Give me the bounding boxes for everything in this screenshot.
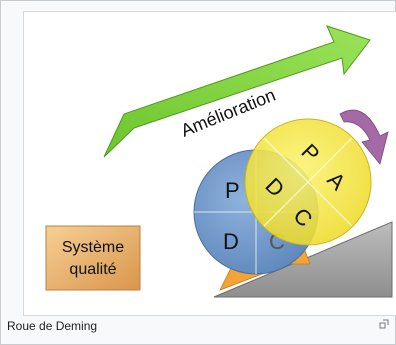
quality-system-label-line2: qualité: [69, 261, 116, 278]
quality-system-box: Système qualité: [45, 225, 141, 291]
inner-wheel-p: P: [225, 178, 240, 203]
figure-caption: Roue de Deming: [7, 319, 98, 333]
quality-system-label-line1: Système: [62, 239, 124, 256]
rotation-arrow-icon: [339, 109, 389, 165]
deming-wheel-diagram: Amélioration P D C P A: [45, 25, 393, 298]
figure-image[interactable]: Amélioration P D C P A: [23, 11, 396, 316]
inner-wheel-d: D: [223, 229, 239, 254]
enlarge-icon[interactable]: [379, 319, 389, 331]
outer-pdca-wheel: P A D C: [244, 118, 372, 246]
